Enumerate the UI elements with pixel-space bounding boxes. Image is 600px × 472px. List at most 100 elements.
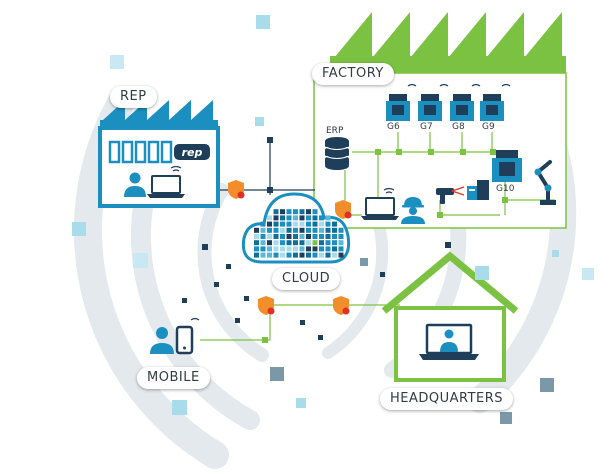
machine-g9-icon [480,83,511,121]
cloud-pixel [332,227,337,233]
hq-laptop-icon [419,323,479,360]
cloud-pixel [273,246,279,252]
machine-label-g7: G7 [420,122,433,132]
shield-icon [258,296,275,315]
cloud-pixel [273,215,279,221]
rep-logo: rep [174,144,210,160]
cloud-pixel [273,234,279,239]
cloud-pixel [325,234,331,239]
cloud-pixel [332,246,337,252]
cloud-pixel [299,209,305,215]
database-separators [324,146,350,159]
cloud-pixel [286,240,292,246]
cloud-pixel [293,221,298,227]
cloud-pixel [260,246,266,252]
cloud-pixel [299,227,305,233]
factory-label: FACTORY [312,63,394,85]
hub-nodes [267,137,273,193]
cloud-pixel [267,246,272,252]
cloud-pixel [299,215,305,221]
cloud-pixel [312,221,318,227]
cloud-pixel [286,221,292,227]
machine-label-g10: G10 [496,184,515,194]
cloud-pixel [338,252,344,258]
cloud-pixel [280,215,285,221]
mobile-label: MOBILE [137,367,210,389]
decorative-squares [72,15,594,424]
cloud-pixel [312,240,318,246]
package-icon [467,180,489,200]
cloud-pixel [306,209,311,215]
rep-laptop-icon [147,165,185,198]
cloud-pixel [293,246,298,252]
cloud-pixel [306,252,311,258]
cloud-pixel [254,240,259,246]
shield-icon [335,200,352,219]
cloud-pixel [319,246,324,252]
cloud-pixel [299,246,305,252]
cloud-pixel [280,209,285,215]
barcode-scanner-icon [436,186,465,204]
cloud-pixel [306,234,311,239]
cloud-pixel [312,246,318,252]
erp-label: ERP [326,126,344,136]
robot-joint [544,184,552,192]
cloud-pixel [280,246,285,252]
svg-text:rep: rep [182,146,203,159]
cloud-pixel [312,227,318,233]
cloud-pixel [319,240,324,246]
machine-g10-icon [492,150,522,182]
cloud-pixel [293,227,298,233]
cloud-pixel [293,252,298,258]
cloud-pixel [280,234,285,239]
robot-joint [534,168,542,176]
cloud-pixel [267,227,272,233]
worker-icon [401,197,425,224]
rep-user-icon [124,172,146,197]
cloud-pixel [306,227,311,233]
cloud-grid [254,209,344,258]
cloud-pixel [267,215,272,221]
machine-g7-icon [418,83,449,121]
cloud-pixel [273,240,279,246]
cloud-pixel [338,227,344,233]
cloud-pixel [319,221,324,227]
cloud-pixel [332,234,337,239]
machine-label-g6: G6 [387,122,400,132]
cloud-pixel [338,246,344,252]
cloud-pixel [273,209,279,215]
cloud-pixel [338,234,344,239]
cloud-pixel [254,234,259,239]
cloud-pixel [332,240,337,246]
cloud-pixel [273,252,279,258]
cloud-pixel [260,221,266,227]
cloud-pixel [325,215,331,221]
cloud-pixel [293,234,298,239]
machine-g6-icon [386,83,417,121]
cloud-pixel [299,234,305,239]
mobile-user-icon [150,327,174,354]
cloud-pixel [286,234,292,239]
machine-label-g8: G8 [452,122,465,132]
cloud-pixel [299,240,305,246]
cloud-pixel [319,234,324,239]
database-icon [325,137,349,170]
cloud-pixel [306,246,311,252]
rep-label: REP [110,86,157,108]
factory-roof [330,12,566,74]
cloud-pixel [319,252,324,258]
cloud-pixel [286,246,292,252]
cloud-pixel [267,221,272,227]
cloud-label: CLOUD [272,268,341,290]
cloud-pixel [267,252,272,258]
cloud-pixel [280,221,285,227]
cloud-pixel [312,209,318,215]
cloud-pixel [254,246,259,252]
cloud-pixel [325,246,331,252]
cloud-pixel [312,215,318,221]
cloud-pixel [254,252,259,258]
machine-drops [397,132,493,152]
rep-building [98,100,220,208]
cloud-pixel [293,240,298,246]
